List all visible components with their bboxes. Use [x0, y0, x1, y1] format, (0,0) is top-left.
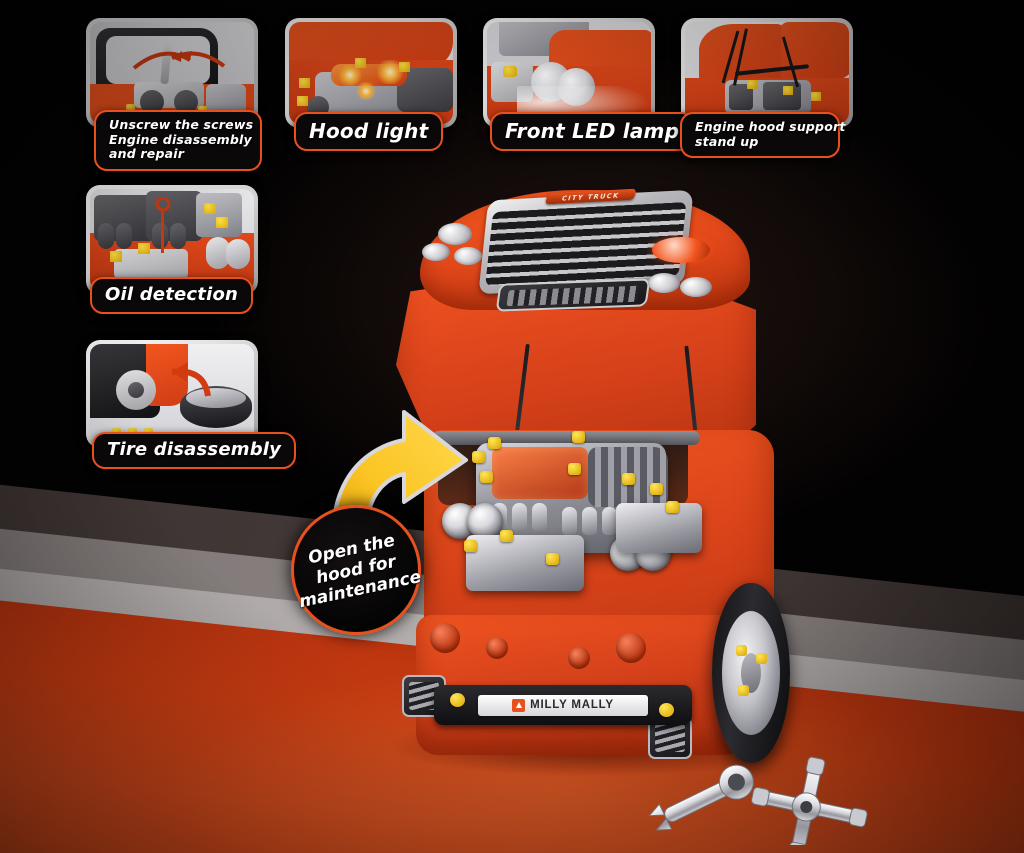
milly-mally-logo-icon	[512, 698, 526, 712]
wheel-lug-nut[interactable]	[738, 685, 749, 696]
fascia-knob	[486, 637, 508, 659]
callout-unscrew-the-screws[interactable]: Unscrew the screws Engine disassembly an…	[94, 110, 262, 171]
battery-assembly[interactable]	[616, 503, 702, 553]
callout-line: Unscrew the screws	[109, 117, 254, 132]
card-photo-tire-disassembly	[90, 344, 254, 444]
callout-line: Hood light	[309, 119, 429, 143]
callout-line: Engine hood support	[695, 119, 846, 134]
hex-bolt[interactable]	[546, 553, 559, 565]
open-hood-badge[interactable]: Open the hood for maintenance	[291, 505, 423, 635]
chrome-rim	[722, 611, 780, 735]
callout-line: stand up	[695, 133, 759, 149]
hex-bolt[interactable]	[480, 471, 493, 483]
photo-artwork	[90, 344, 254, 444]
removal-arrow-icon	[171, 362, 211, 397]
fascia-knob	[616, 633, 646, 663]
callout-line: Tire disassembly	[107, 439, 282, 460]
fascia-knob	[430, 623, 460, 653]
callout-front-led-lamp[interactable]: Front LED lamp	[490, 112, 695, 151]
hex-bolt[interactable]	[650, 483, 663, 495]
callout-line: Oil detection	[105, 284, 239, 305]
dipstick-icon	[155, 197, 171, 253]
cylinder-plugs	[562, 507, 617, 535]
card-photo-oil-detection	[90, 189, 254, 291]
front-wheel[interactable]	[712, 583, 790, 763]
license-plate: MILLY MALLY	[478, 694, 648, 716]
hood-marker-lamp	[438, 223, 472, 245]
card-photo-unscrew	[90, 22, 254, 124]
wheel-lug-nut[interactable]	[736, 645, 747, 656]
callout-line: Engine disassembly	[109, 131, 252, 147]
rotate-arrow-icon	[132, 51, 226, 70]
callout-oil-detection[interactable]: Oil detection	[90, 277, 254, 314]
hex-bolt[interactable]	[572, 431, 585, 443]
badge-text: Open the hood for maintenance	[282, 496, 429, 643]
callout-hood-light[interactable]: Hood light	[294, 112, 444, 151]
card-photo-hood-light	[289, 22, 453, 124]
photo-artwork	[685, 22, 849, 124]
callout-tire-disassembly[interactable]: Tire disassembly	[92, 432, 297, 469]
photo-artwork	[289, 22, 453, 124]
cross-socket-wrench-icon[interactable]	[741, 755, 876, 845]
alternator-assembly[interactable]	[466, 535, 584, 591]
license-plate-text: MILLY MALLY	[530, 699, 614, 711]
card-photo-front-led	[487, 22, 651, 124]
hood-marker-lamp	[454, 247, 482, 265]
hood-red-marker	[652, 237, 710, 263]
hood-marker-lamp	[422, 243, 450, 261]
callout-line: Front LED lamp	[505, 119, 680, 143]
bumper-bolt[interactable]	[659, 703, 674, 717]
hex-bolt[interactable]	[488, 437, 501, 449]
photo-artwork	[90, 189, 254, 291]
card-photo-hood-support	[685, 22, 849, 124]
hood-lower-vent	[495, 278, 651, 312]
loose-tools[interactable]	[640, 755, 890, 845]
hex-bolt[interactable]	[568, 463, 581, 475]
hex-bolt[interactable]	[622, 473, 635, 485]
grille-badge-text: CITY TRUCK	[560, 191, 621, 203]
hex-bolt[interactable]	[500, 530, 513, 542]
fascia-knob	[568, 647, 590, 669]
wheel-lug-nut[interactable]	[756, 653, 767, 664]
bumper-bolt[interactable]	[450, 693, 465, 707]
front-bumper-bar: MILLY MALLY	[434, 685, 692, 725]
callout-engine-hood-support[interactable]: Engine hood support stand up	[680, 112, 846, 158]
hood-marker-lamp	[648, 273, 680, 293]
photo-artwork	[487, 22, 651, 124]
hood-marker-lamp	[680, 277, 712, 297]
photo-artwork	[90, 22, 254, 124]
callout-line: and repair	[109, 146, 185, 161]
open-end-wrench-icon[interactable]	[645, 759, 759, 838]
hex-bolt[interactable]	[666, 501, 679, 513]
